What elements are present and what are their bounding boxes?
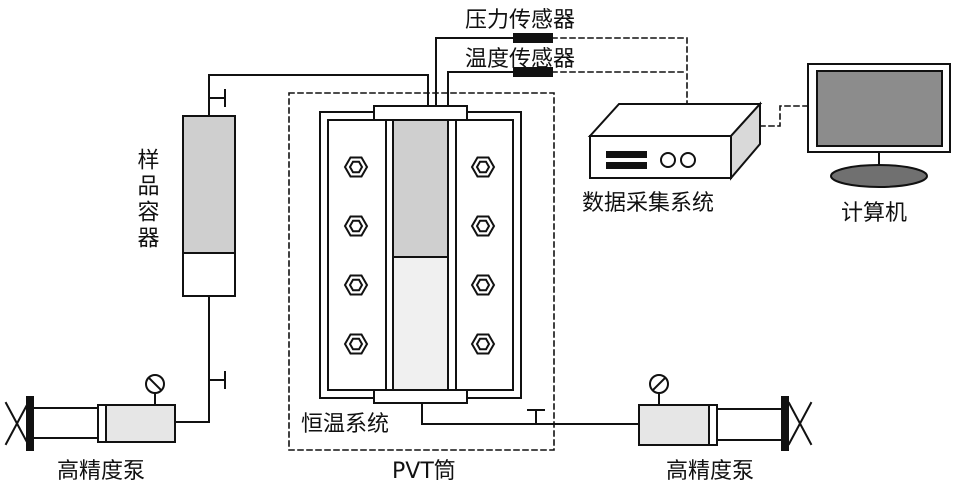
heater-icon xyxy=(470,274,496,296)
heater-icon xyxy=(343,274,369,296)
heaters xyxy=(343,156,496,355)
heater-icon xyxy=(470,156,496,178)
computer-label: 计算机 xyxy=(841,201,907,226)
right-pump xyxy=(638,374,813,451)
sample-container-label: 样品容器 xyxy=(134,148,160,252)
heater-icon xyxy=(343,156,369,178)
heater-icon xyxy=(343,215,369,237)
sample-container xyxy=(182,115,236,297)
left-pump xyxy=(4,374,176,451)
heater-icon xyxy=(470,333,496,355)
pvt-cell-label: PVT筒 xyxy=(392,459,456,484)
temperature-sensor-icon xyxy=(513,67,553,77)
pvt-cell xyxy=(319,105,522,404)
signal-lines xyxy=(288,37,809,451)
computer-monitor-icon xyxy=(807,63,951,188)
left-pump-label: 高精度泵 xyxy=(57,459,145,484)
daq-label: 数据采集系统 xyxy=(582,191,714,216)
heater-icon xyxy=(470,215,496,237)
pvt-top-cap xyxy=(373,105,468,121)
thermostat-boundary xyxy=(288,92,555,451)
right-pump-label: 高精度泵 xyxy=(666,459,754,484)
daq-box xyxy=(587,101,763,181)
pvt-bottom-cap xyxy=(373,389,468,404)
thermostat-label: 恒温系统 xyxy=(301,412,389,437)
pressure-sensor-label: 压力传感器 xyxy=(465,8,575,33)
pressure-sensor-icon xyxy=(513,33,553,43)
temperature-sensor-label: 温度传感器 xyxy=(465,47,575,72)
heater-icon xyxy=(343,333,369,355)
